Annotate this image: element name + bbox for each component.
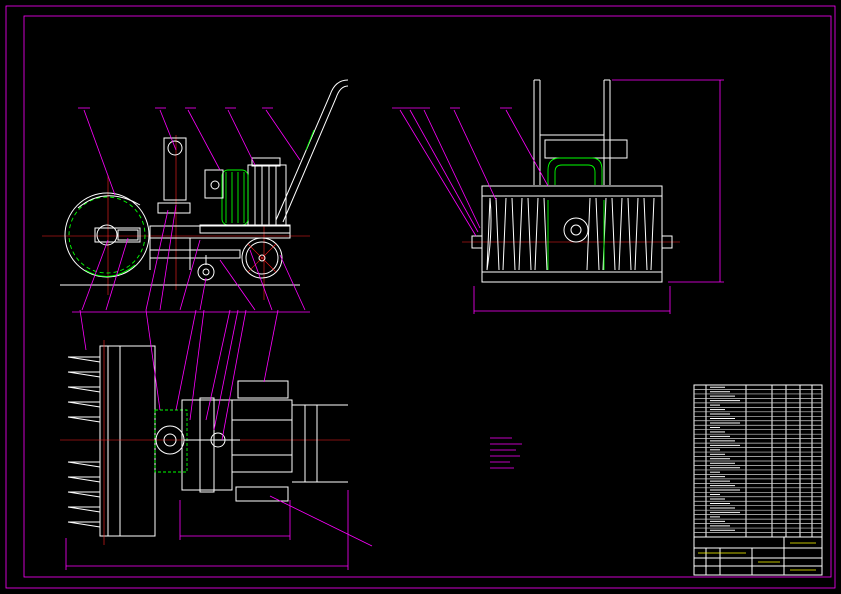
top-view <box>60 309 522 570</box>
balloon-markers <box>72 107 512 313</box>
tine-row <box>67 356 101 528</box>
technical-notes <box>490 437 522 469</box>
title-block <box>693 536 823 576</box>
side-view <box>42 79 349 311</box>
outer-frame <box>5 5 836 589</box>
inner-frame <box>23 15 832 578</box>
parts-list-rows <box>694 386 822 533</box>
front-view <box>399 79 724 314</box>
rotor-tines <box>486 197 655 271</box>
